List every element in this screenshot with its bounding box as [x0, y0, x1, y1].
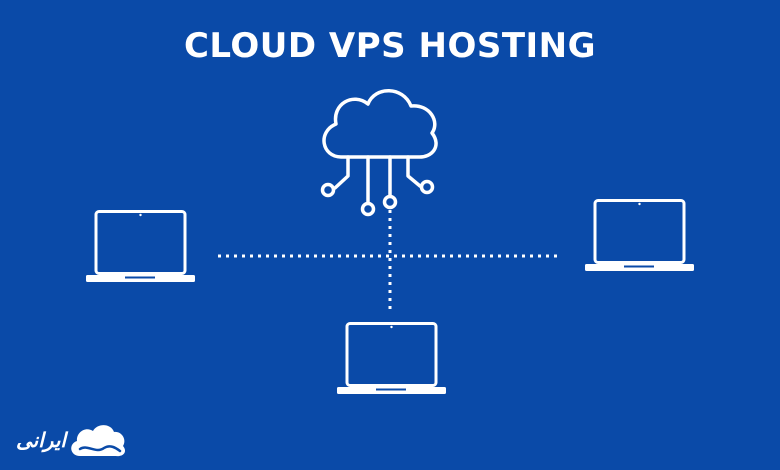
cloud-server-icon: [320, 89, 438, 217]
laptop-icon: [337, 322, 446, 394]
brand-logo-text[interactable]: ایرانی: [16, 428, 66, 452]
laptop-icon: [585, 199, 694, 271]
laptop-icon: [86, 210, 195, 282]
network-connections: [218, 210, 562, 312]
page-title: CLOUD VPS HOSTING: [183, 26, 597, 66]
cloud-logo-icon: [71, 425, 126, 457]
